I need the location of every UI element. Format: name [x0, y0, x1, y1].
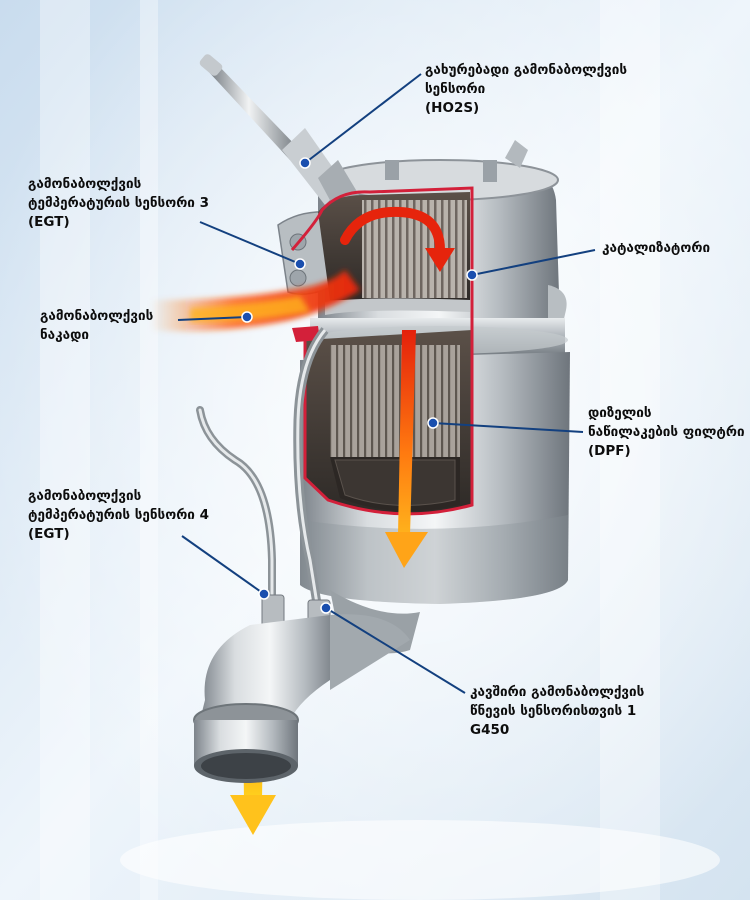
label-line: გამონაბოლქვის [28, 176, 142, 192]
label-line: გამონაბოლქვის [28, 488, 142, 504]
outlet-elbow [193, 614, 410, 783]
leader-catalyst [471, 249, 596, 276]
leader-egt3 [199, 221, 301, 265]
label-line: გახურებადი გამონაბოლქვის [425, 62, 628, 78]
leader-lines [177, 73, 596, 694]
label-dpf: დიზელის ნაწილაკების ფილტრი (DPF) [588, 404, 745, 461]
label-line: ტემპერატურის სენსორი 3 [28, 195, 210, 211]
label-egt3: გამონაბოლქვის ტემპერატურის სენსორი 3 (EG… [28, 175, 209, 232]
label-line: ნაკადი [40, 327, 89, 343]
label-ho2s: გახურებადი გამონაბოლქვის სენსორი (HO2S) [425, 61, 627, 118]
dpf-substrate [330, 345, 460, 457]
leader-ho2s [304, 73, 422, 164]
cutaway-edge [290, 186, 474, 300]
label-line: წნევის სენსორისთვის 1 [470, 703, 637, 719]
cutaway [290, 186, 474, 516]
label-line: G450 [470, 722, 510, 738]
label-egt4: გამონაბოლქვის ტემპერატურის სენსორი 4 (EG… [28, 487, 209, 544]
label-line: კავშირი გამონაბოლქვის [470, 684, 645, 700]
leader-egt4 [181, 535, 265, 595]
label-line: ტემპერატურის სენსორი 4 [28, 507, 210, 523]
leader-g450 [325, 607, 466, 694]
label-line: (DPF) [588, 443, 631, 459]
label-line: (HO2S) [425, 100, 480, 116]
label-line: დიზელის [588, 405, 652, 421]
label-line: (EGT) [28, 526, 70, 542]
label-g450: კავშირი გამონაბოლქვის წნევის სენსორისთვი… [470, 683, 644, 740]
label-line: ნაწილაკების ფილტრი [588, 424, 745, 440]
label-line: კატალიზატორი [602, 240, 711, 256]
cutaway-edge [303, 300, 474, 516]
label-catalyst: კატალიზატორი [602, 239, 710, 258]
leader-inflow [177, 316, 248, 321]
label-inflow: გამონაბოლქვის ნაკადი [40, 307, 153, 345]
leader-dots [241, 157, 478, 614]
leader-dpf [432, 422, 584, 433]
label-line: სენსორი [425, 81, 486, 97]
label-line: გამონაბოლქვის [40, 308, 154, 324]
label-line: (EGT) [28, 214, 70, 230]
